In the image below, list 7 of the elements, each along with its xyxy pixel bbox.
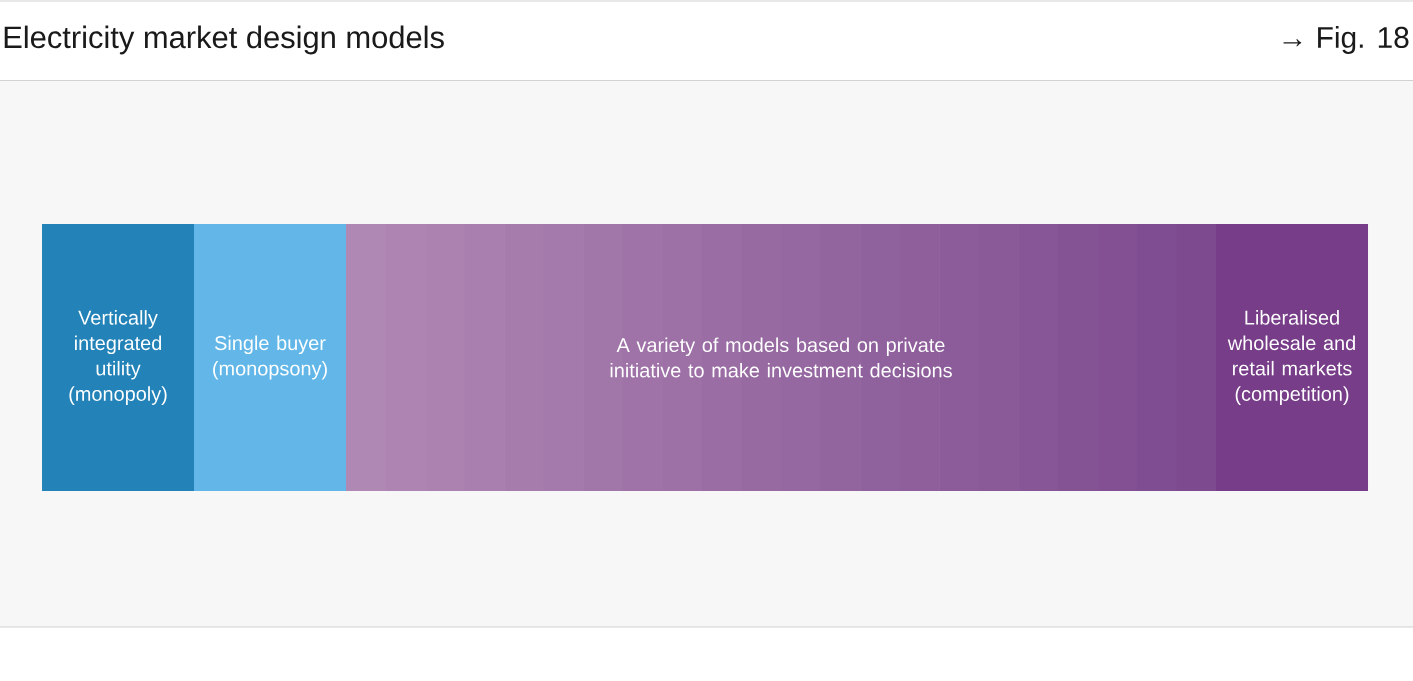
model-band: Liberalised wholesale and retail markets (competition) [1216,224,1368,491]
title: Electricity market design models [4,25,444,55]
figure-reference: → Fig. 18 [1283,26,1409,54]
model-band: Single buyer (monopsony) [194,224,346,491]
model-band: Vertically integrated utility (monopoly) [42,224,194,491]
model-band: A variety of models based on private initiative to make investment decisions [346,224,1216,491]
node-label: A variety of models based on private initiative to make investment decisions [610,337,952,378]
